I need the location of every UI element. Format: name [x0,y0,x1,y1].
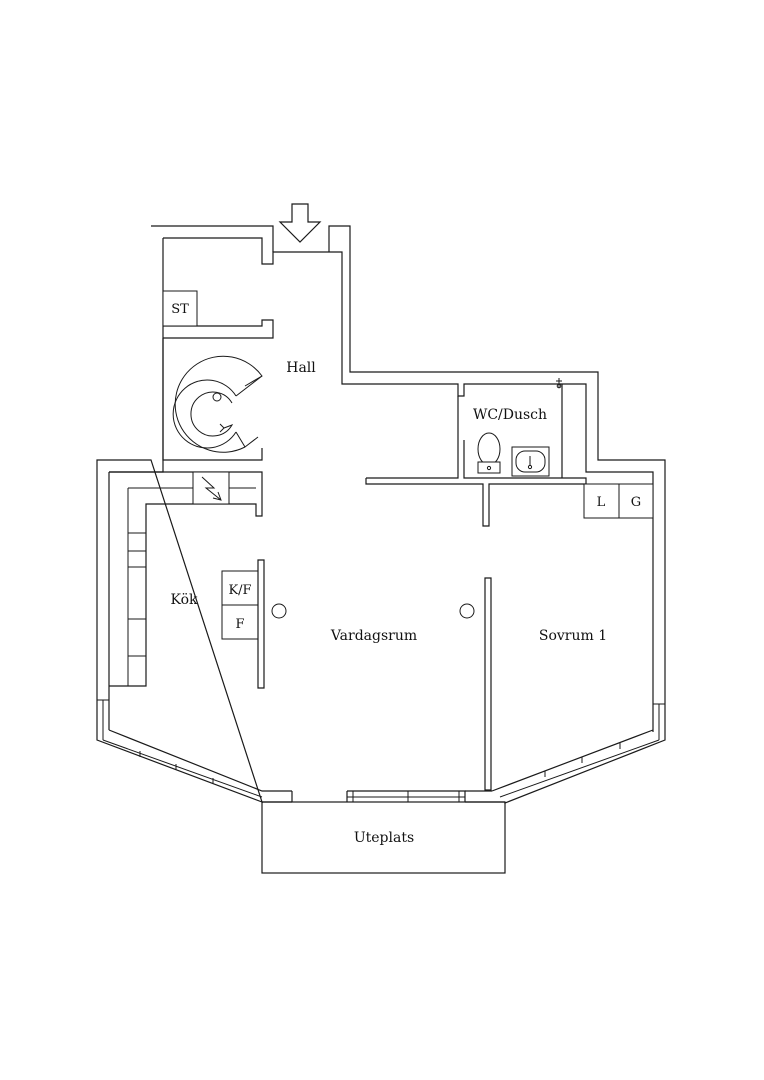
sovrum-label: Sovrum 1 [539,628,607,644]
door-window [347,791,465,802]
vardagsrum-label: Vardagsrum [330,628,417,644]
column-right [459,603,475,619]
right-window [499,703,665,798]
wc-label: WC/Dusch [473,407,547,423]
wc-walls [365,440,587,527]
f-label: F [235,617,244,632]
entry-arrow-icon [278,203,322,243]
shower-head-icon [556,378,562,389]
st-fixture [162,290,198,327]
hall-label: Hall [286,360,316,376]
kf-label: K/F [228,583,251,598]
inner-wall [108,237,654,802]
outer-wall [96,225,666,804]
stair-wall [162,338,263,461]
l-label: L [597,495,606,510]
st-label: ST [171,302,189,317]
bedroom-partition [484,577,492,791]
g-label: G [631,495,641,510]
left-window [97,699,263,798]
toilet-icon [477,432,501,474]
terrace [261,801,506,874]
chimney-icon [192,471,230,505]
kitchen-units [128,472,230,657]
sink-icon [511,446,550,477]
store-walls [163,319,274,339]
wc-inner-wall [457,384,563,440]
kok-label: Kök [171,592,199,608]
kf-fixture [221,570,259,606]
spiral-staircase-icon [172,355,263,453]
uteplats-label: Uteplats [354,830,414,846]
kitchen-partition [257,559,265,689]
g-closet [618,483,654,519]
f-fixture [221,604,259,640]
kitchen-counter-edge [127,487,256,686]
l-closet [583,483,620,519]
column-left [271,603,287,619]
